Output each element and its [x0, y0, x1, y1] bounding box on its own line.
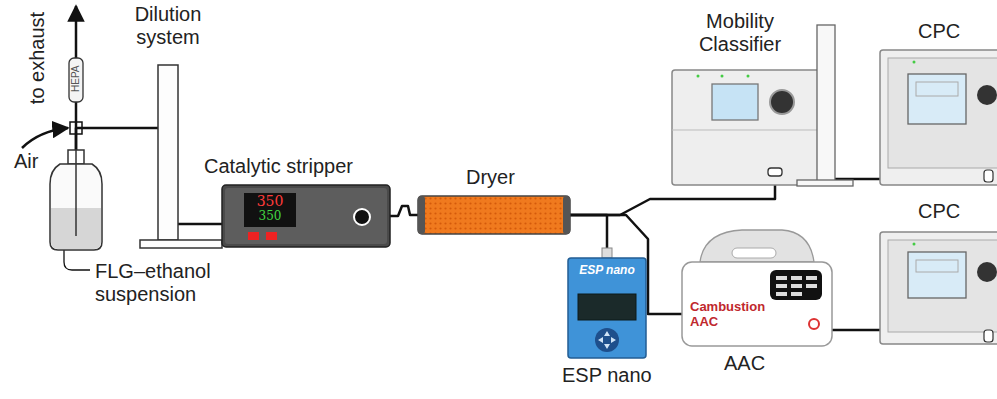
dilution-tower: Dilution system	[158, 65, 178, 240]
dilution-tower-drawing	[158, 65, 178, 240]
node-label: HEPA	[70, 59, 82, 99]
sample-tube	[178, 223, 222, 226]
exhaust-label: to exhaust	[26, 12, 49, 104]
mobility-classifier: Mobility Classifier	[672, 70, 822, 185]
bottle: FLG–ethanol suspension	[50, 150, 102, 250]
cpc-counter-drawing	[880, 50, 997, 185]
bottle-drawing	[50, 150, 102, 250]
sample-tube	[76, 128, 158, 150]
node-label: Dryer	[466, 166, 515, 189]
catalytic-stripper: Catalytic stripper350350	[222, 185, 390, 247]
node-label: CPC	[918, 200, 960, 223]
sample-tube	[390, 206, 418, 216]
catalytic-stripper-drawing	[222, 185, 390, 247]
sample-tube	[570, 185, 775, 215]
air-label: Air	[14, 150, 38, 173]
mobility-classifier-drawing	[672, 70, 822, 185]
exhaust-arrow	[75, 6, 78, 58]
sample-tube	[832, 329, 880, 332]
node-label: Mobility Classifier	[680, 10, 800, 56]
cpc-counter-drawing	[880, 232, 997, 344]
sample-tube	[570, 215, 607, 248]
esp-sampler: ESP nanoESP nano	[568, 258, 646, 358]
aac-classifier: Cambustion AACAAC	[682, 262, 832, 346]
node-label: CPC	[918, 20, 960, 43]
node-label: Cambustion AAC	[690, 300, 774, 330]
cpc-counter: CPC	[880, 232, 997, 344]
node-text: AAC	[724, 352, 765, 375]
dryer-tube: Dryer	[418, 196, 570, 234]
hepa-filter: HEPA	[69, 58, 83, 102]
node-label: Catalytic stripper	[204, 155, 353, 178]
cpc-counter: CPC	[880, 50, 997, 185]
node-label: Dilution system	[108, 3, 228, 49]
air-arrow	[22, 128, 68, 148]
node-text: 350	[244, 210, 296, 222]
dryer-tube-drawing	[418, 196, 570, 234]
node-label: ESP nano	[572, 264, 642, 278]
node-label: FLG–ethanol suspension	[95, 260, 245, 306]
node-text: 350	[244, 194, 296, 208]
node-text: ESP nano	[562, 364, 652, 387]
